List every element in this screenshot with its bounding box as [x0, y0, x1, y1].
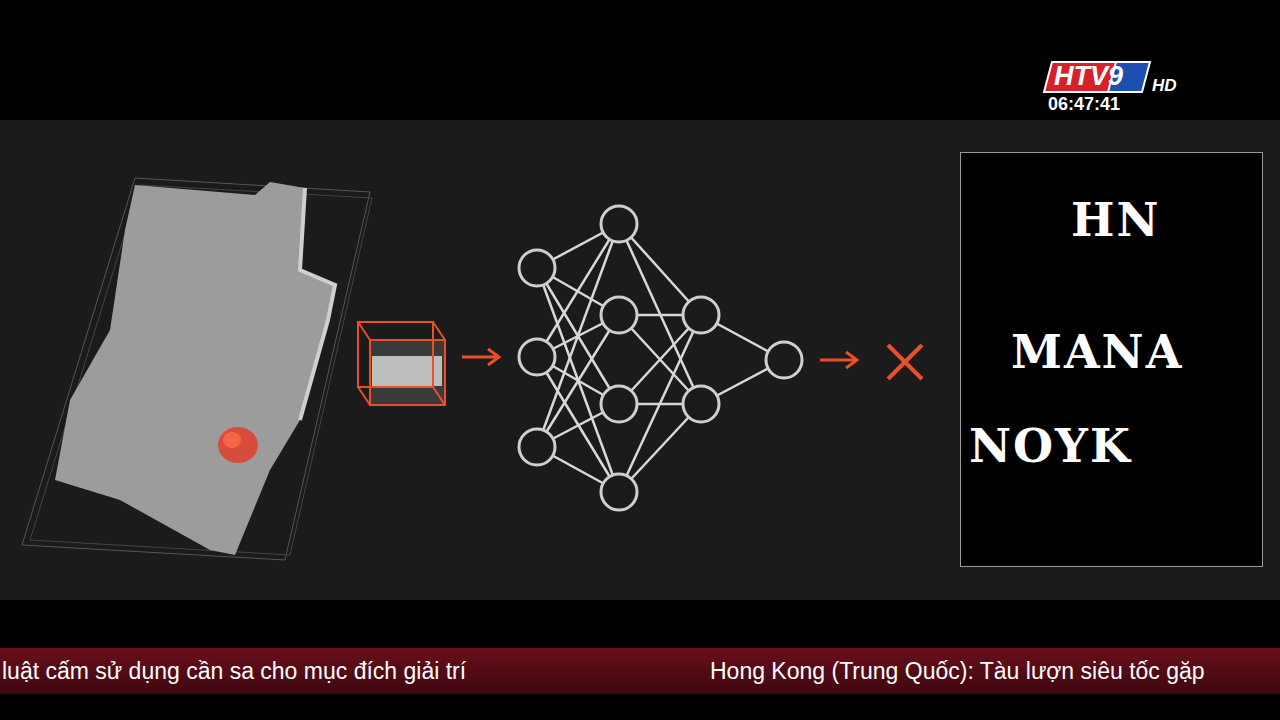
ticker-text: luật cấm sử dụng cần sa cho mục đích giả… — [2, 658, 466, 685]
channel-logo — [1044, 62, 1150, 92]
x-mark — [888, 345, 922, 379]
stage-panel — [0, 120, 1280, 600]
recovered-letters: NOYK — [969, 419, 1132, 473]
clock: 06:47:41 — [1048, 94, 1120, 115]
channel-logo-text: HTV9 — [1054, 61, 1123, 92]
hd-badge: HD — [1152, 76, 1177, 96]
ticker-text: Hong Kong (Trung Quốc): Tàu lượn siêu tố… — [710, 658, 1205, 685]
recovered-letters: HN — [1071, 193, 1161, 247]
neural-network — [519, 206, 802, 510]
network-link — [537, 315, 619, 447]
recovered-letters: MANA — [1011, 325, 1183, 379]
news-ticker: luật cấm sử dụng cần sa cho mục đích giả… — [0, 648, 1280, 694]
network-link — [537, 357, 619, 492]
scroll-fragment — [22, 178, 372, 560]
voxel-cube — [358, 322, 445, 405]
result-panel: HN MANA NOYK — [960, 152, 1263, 567]
